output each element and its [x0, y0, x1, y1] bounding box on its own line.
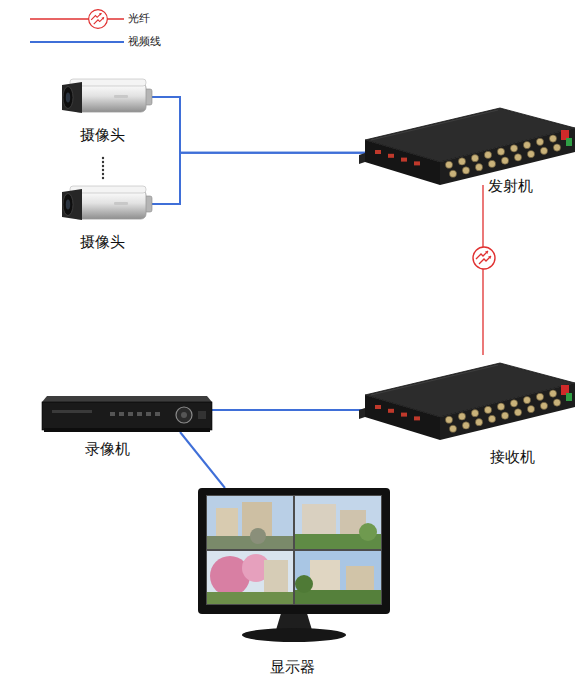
- device-label: 摄像头: [80, 233, 125, 251]
- video-cable: [180, 432, 225, 488]
- camera-node: 摄像头: [60, 185, 152, 223]
- device-label: 显示器: [270, 658, 315, 676]
- video-cable: [152, 153, 365, 204]
- monitor-node: 显示器: [198, 488, 390, 643]
- fiber-legend-line: [30, 18, 124, 19]
- video-legend-line: [30, 41, 124, 43]
- optical-device-node: 接收机: [365, 355, 575, 440]
- ellipsis-dots: [102, 157, 104, 179]
- legend-text: 光纤: [128, 12, 150, 26]
- video-cable: [212, 409, 365, 411]
- recorder-node: 录像机: [42, 396, 212, 432]
- video-cable: [152, 97, 365, 153]
- optical-device-node: 发射机: [365, 100, 575, 185]
- optical-device-illustration: [365, 355, 575, 440]
- camera-illustration: [60, 185, 152, 223]
- device-label: 摄像头: [80, 126, 125, 144]
- device-label: 接收机: [490, 448, 535, 466]
- fiber-symbol: [473, 247, 495, 269]
- device-label: 录像机: [85, 440, 130, 458]
- camera-node: 摄像头: [60, 78, 152, 116]
- fiber-cable: [482, 185, 483, 355]
- recorder-illustration: [42, 396, 212, 432]
- fiber-symbol: [89, 10, 108, 29]
- optical-device-illustration: [365, 100, 575, 185]
- monitor-illustration: [198, 488, 390, 643]
- legend-text: 视频线: [128, 35, 161, 49]
- camera-illustration: [60, 78, 152, 116]
- device-label: 发射机: [488, 177, 533, 195]
